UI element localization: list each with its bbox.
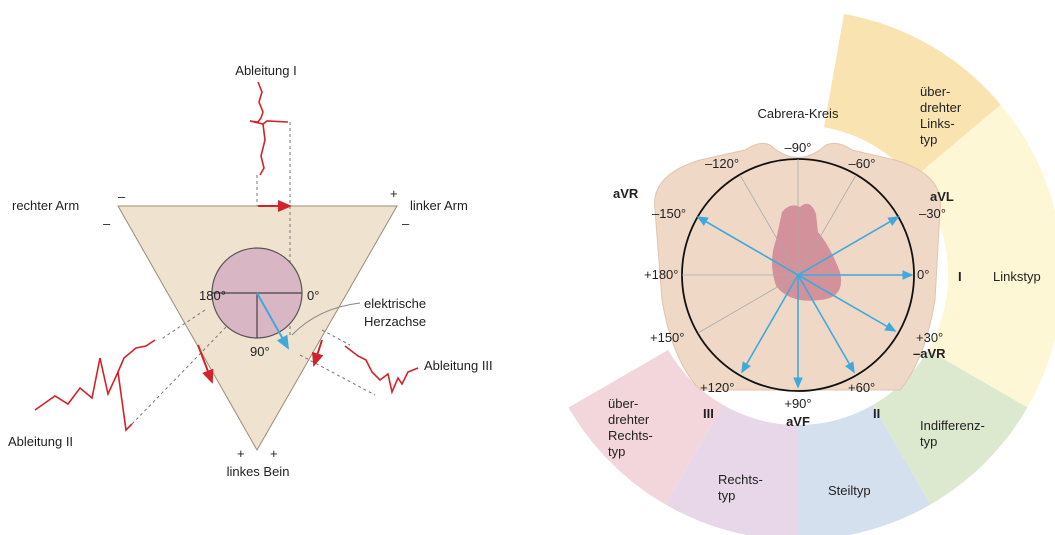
sector-label-indifferenztyp: Indifferenz- typ	[920, 418, 985, 449]
sector-label-rechtstyp: Rechts- typ	[718, 472, 763, 503]
right-arm-minus-side: –	[103, 216, 111, 231]
left-arm-plus: +	[390, 186, 398, 201]
thirty-degree-lines	[682, 159, 857, 334]
lead-II-arrow	[197, 344, 214, 384]
sector-label-steiltyp: Steiltyp	[828, 483, 871, 498]
sector-ueberdrehter-rechtstyp	[568, 350, 723, 505]
lead-label-aVR: aVR	[613, 186, 639, 201]
left-leg-plus-right: +	[270, 446, 278, 461]
svg-text:typ: typ	[718, 488, 735, 503]
angle-m150: –150°	[652, 206, 686, 221]
angle-m120: –120°	[705, 156, 739, 171]
deg-90-label: 90°	[250, 344, 270, 359]
svg-text:Rechts-: Rechts-	[718, 472, 763, 487]
ecg-trace-lead-III	[344, 345, 419, 395]
lead-II-label: Ableitung II	[8, 434, 73, 449]
angle-zero: 0°	[917, 267, 929, 282]
vector-minus-aVR	[797, 274, 897, 332]
angle-p120: +120°	[700, 380, 734, 395]
svg-text:drehter: drehter	[608, 412, 650, 427]
cabrera-title: Cabrera-Kreis	[758, 106, 839, 121]
sector-indifferenztyp	[873, 350, 1028, 505]
heart-axis-label-2: Herzachse	[364, 314, 426, 329]
lead-III-label: Ableitung III	[424, 358, 493, 373]
ecg-trace-lead-I	[249, 81, 289, 125]
vector-aVL	[797, 216, 900, 276]
vector-aVR	[696, 216, 799, 276]
heart-shape	[772, 203, 842, 301]
heart-axis-label-1: elektrische	[364, 296, 426, 311]
deg-0-label: 0°	[307, 288, 319, 303]
sector-label-linkstyp: Linkstyp	[993, 269, 1041, 284]
lead-label-aVL: aVL	[930, 189, 954, 204]
svg-text:Rechts-: Rechts-	[608, 428, 653, 443]
lead-label-aVF: aVF	[786, 414, 810, 429]
sector-label-ueberdrehter-rechtstyp: über- drehter Rechts- typ	[608, 396, 653, 459]
svg-text:über-: über-	[920, 84, 950, 99]
left-leg-label: linkes Bein	[227, 464, 290, 479]
lead-label-minus-aVR: –aVR	[913, 346, 946, 361]
angle-m60: –60°	[849, 156, 876, 171]
angle-m90: –90°	[785, 140, 812, 155]
sector-label-ueberdrehter-linkstyp: über- drehter Links- typ	[920, 84, 962, 147]
sector-ueberdrehter-linkstyp	[824, 14, 1001, 179]
einthoven-diagram: Ableitung I rechter Arm linker Arm – – +…	[8, 63, 493, 479]
angle-p60: +60°	[848, 380, 875, 395]
vector-II	[797, 274, 855, 374]
left-leg-plus-left: +	[237, 446, 245, 461]
svg-text:Indifferenz-: Indifferenz-	[920, 418, 985, 433]
svg-text:typ: typ	[920, 434, 937, 449]
vector-III	[741, 274, 799, 374]
lead-I-label: Ableitung I	[235, 63, 296, 78]
angle-p90: +90°	[784, 396, 811, 411]
lead-label-I: I	[958, 269, 962, 284]
ecg-trace-lead-II	[34, 357, 133, 432]
deg-180-label: 180°	[199, 288, 226, 303]
svg-text:über-: über-	[608, 396, 638, 411]
lead-III-arrow	[311, 339, 324, 367]
lead-label-II: II	[873, 406, 880, 421]
left-arm-label: linker Arm	[410, 198, 468, 213]
angle-p30: +30°	[916, 330, 943, 345]
svg-text:drehter: drehter	[920, 100, 962, 115]
svg-text:Links-: Links-	[920, 116, 955, 131]
heart-axis-arrow	[256, 292, 289, 350]
sector-rechtstyp	[665, 404, 798, 535]
cabrera-diagram: Cabrera-Kreis –90° –60° –120° –150° –30°…	[568, 14, 1055, 535]
angle-p180: +180°	[644, 267, 678, 282]
right-arm-label: rechter Arm	[12, 198, 79, 213]
sector-steiltyp	[798, 404, 931, 535]
right-arm-minus-top: –	[118, 189, 126, 204]
angle-p150: +150°	[650, 330, 684, 345]
svg-text:typ: typ	[920, 132, 937, 147]
angle-m30: –30°	[919, 206, 946, 221]
left-arm-minus: –	[402, 216, 410, 231]
lead-vectors	[696, 216, 914, 389]
sector-linkstyp	[913, 104, 1055, 408]
lead-label-III: III	[703, 406, 714, 421]
svg-text:typ: typ	[608, 444, 625, 459]
